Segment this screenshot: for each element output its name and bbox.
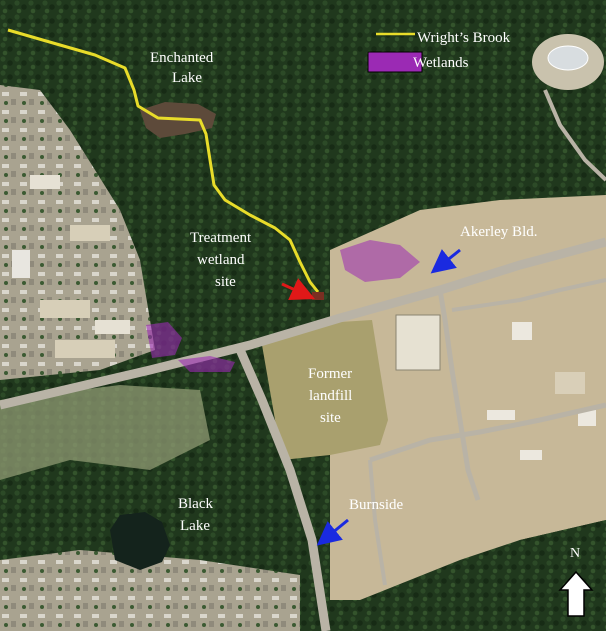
north-arrow: N [558,546,594,617]
arrow-burnside [316,518,349,546]
treatment-site-marker [312,292,324,300]
wrights-brook [7,28,320,293]
wetland-west [146,322,182,358]
label-burnside: Burnside [349,497,404,513]
label-landfill-1: Former [308,366,352,382]
legend-wetlands-swatch [367,51,423,73]
label-black-lake-1: Black [178,496,213,512]
north-label: N [570,546,580,561]
forest-southeast [420,520,606,631]
label-landfill-2: landfill [309,388,352,404]
road-south-cul [368,459,387,586]
building-w4 [95,320,130,334]
storage-tank [547,45,589,71]
road-burnside [233,343,331,631]
black-lake [110,512,170,570]
building-w6 [70,225,110,241]
small-building-4 [520,450,542,460]
former-landfill [262,320,388,460]
cleared-southwest [0,385,210,480]
legend-wetlands-label: Wetlands [413,55,469,71]
wetland-south [178,356,235,372]
arrow-treatment-site [281,278,315,300]
road-east-ring [451,278,606,312]
urban-south [0,550,300,631]
legend-brook-label: Wright’s Brook [417,30,511,46]
label-treatment-1: Treatment [190,230,252,246]
label-enchanted-lake-2: Lake [172,70,202,86]
road-northeast [543,89,606,182]
warehouse-building [395,314,441,371]
building-w2 [40,300,90,318]
legend: Wright’s Brook Wetlands [367,30,511,73]
road-east-branch [437,289,481,501]
label-black-lake-2: Lake [180,518,210,534]
small-building-2 [555,372,585,394]
road-east-loop [369,402,606,463]
building-w1 [12,250,30,278]
building-w5 [30,175,60,189]
small-building-3 [487,410,515,420]
small-building-5 [578,410,596,426]
label-treatment-3: site [215,274,236,290]
arrow-akerley [430,248,461,274]
label-landfill-3: site [320,410,341,426]
building-w3 [55,340,115,358]
wetland-east [340,240,420,282]
label-akerley: Akerley Bld. [460,224,537,240]
road-akerley-main [0,237,606,410]
label-treatment-2: wetland [197,252,245,268]
label-enchanted-lake-1: Enchanted [150,50,214,66]
north-arrow-icon [558,570,594,617]
small-building-1 [512,322,532,340]
